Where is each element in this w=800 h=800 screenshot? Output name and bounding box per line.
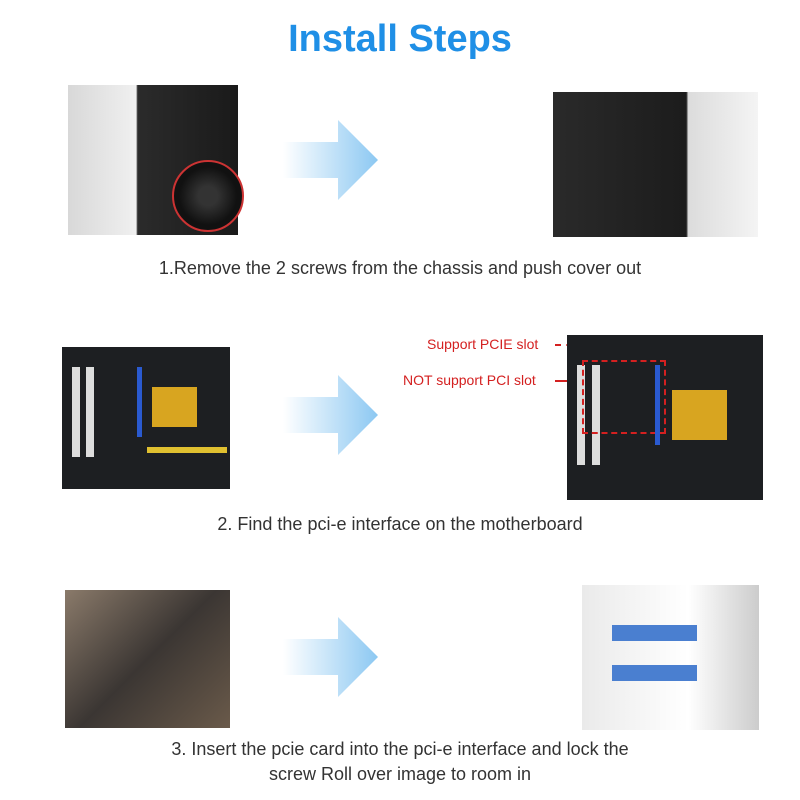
- step3-caption-line2: screw Roll over image to room in: [268, 764, 532, 784]
- motherboard-annotated-photo: [567, 335, 763, 500]
- screw-zoom-circle: [172, 160, 244, 232]
- not-support-pci-label: NOT support PCI slot: [403, 372, 536, 388]
- arrow-right-icon: [283, 617, 378, 697]
- arrow-right-icon: [283, 375, 378, 455]
- support-pcie-label: Support PCIE slot: [427, 336, 539, 352]
- step1-caption: 1.Remove the 2 screws from the chassis a…: [158, 258, 642, 278]
- open-case-photo: [553, 92, 758, 237]
- step3-caption-line1: 3. Insert the pcie card into the pci-e i…: [171, 739, 629, 759]
- pci-pointer-line: [555, 380, 575, 382]
- page-title: Install Steps: [288, 18, 512, 60]
- motherboard-photo: [62, 347, 230, 489]
- arrow-right-icon: [283, 120, 378, 200]
- step2-caption: 2. Find the pci-e interface on the mothe…: [217, 514, 583, 534]
- pcie-card-install-photo: [65, 590, 230, 728]
- case-rear-usb-photo: [582, 585, 759, 730]
